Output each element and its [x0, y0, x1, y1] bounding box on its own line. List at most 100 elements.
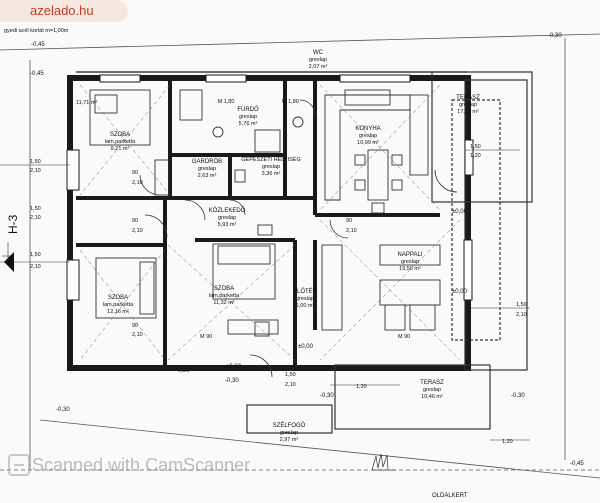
room-nappali: NAPPALI greslap 19,56 m² [398, 252, 423, 272]
room-area: 5,93 m² [218, 222, 237, 228]
room-name: SZÉLFOGÓ [273, 422, 306, 429]
room-area: 10,46 m² [421, 394, 443, 400]
diagonal-lines [79, 84, 461, 361]
dimension-label: 90 [346, 218, 352, 224]
header-note: gyedi acél korlát m=1,00m [4, 28, 69, 34]
room-gepeszeti: GÉPÉSZETI HELYISÉG greslap 3,36 m² [241, 156, 301, 177]
bed-top-left [89, 89, 151, 146]
sofa [379, 279, 441, 306]
dimension-label: 11,71 m² [76, 100, 97, 106]
level-mark: -0,30 [176, 368, 190, 374]
room-furdo: FÜRDŐ greslap 5,76 m² M 1,80 [218, 99, 259, 127]
level-mark: ±0,00 [298, 344, 314, 350]
room-finish: greslap [198, 166, 216, 172]
wardrobe-entry [321, 244, 343, 331]
dimension-label: M 90 [200, 334, 212, 340]
room-finish: greslap [262, 164, 280, 170]
room-wc: WC greslap 2,07 m² [309, 50, 328, 70]
room-name: SZOBA [110, 132, 130, 138]
dimension-label: 2,10 [132, 228, 143, 234]
room-finish: greslap [401, 259, 419, 265]
room-area: 2,07 m² [309, 64, 328, 70]
room-area: 9,21 m² [111, 146, 130, 152]
room-finish: lam.parketta [209, 293, 240, 299]
room-area: 5,76 m² [239, 121, 258, 127]
room-area: 17,79 m² [457, 109, 479, 115]
bed-left [95, 257, 157, 319]
level-marks: -0,45 -0,30 -0,45 -0,30 ±0,00 ±0,00 ±0,0… [30, 33, 584, 467]
windows [66, 74, 474, 301]
site-watermark: azelado.hu [0, 0, 128, 22]
room-eloter: ELŐTÉR greslap 6,00 m² [293, 288, 318, 309]
level-mark: -0,30 [511, 393, 525, 399]
room-szoba-c: SZOBA lam.parketta 11,32 m² [209, 286, 240, 306]
kitchen-counter [324, 94, 411, 201]
dimension-label: 1,50 [285, 372, 296, 378]
room-labels: WC greslap 2,07 m² FÜRDŐ greslap 5,76 m²… [103, 50, 480, 443]
dimension-label: 1,50 [30, 252, 41, 258]
dimension-label: 2,10 [346, 228, 357, 234]
plot-boundary [0, 33, 600, 479]
dimension-label: 2,10 [30, 168, 41, 174]
room-area: 2,97 m² [280, 437, 299, 443]
room-name: KÖZLEKEDŐ [209, 207, 246, 214]
room-area: 2,63 m² [198, 173, 217, 179]
interior-walls [76, 80, 440, 365]
room-kozlekedo: KÖZLEKEDŐ greslap 5,93 m² [209, 207, 246, 228]
room-name: KONYHA [355, 126, 380, 132]
room-name: SZOBA [214, 286, 234, 292]
level-mark: -0,30 [320, 393, 334, 399]
dimension-label: 1,50 [30, 159, 41, 165]
room-terasz-bottom: TERASZ greslap 10,46 m² [420, 380, 444, 400]
room-finish: greslap [423, 387, 441, 393]
room-height: M 1,80 [218, 99, 235, 105]
room-name: GARDRÓB [192, 158, 222, 165]
level-mark: -0,45 [30, 71, 44, 77]
dimension-label: 1,20 [470, 153, 481, 159]
room-szoba-b: SZOBA lam.parketta 12,16 m² [103, 295, 134, 315]
oldalkert-label: OLDALKERT [432, 493, 468, 499]
room-area: 19,56 m² [399, 266, 421, 272]
room-area: 6,00 m² [296, 303, 315, 309]
level-mark: -0,30 [225, 378, 239, 384]
terrace-outlines [246, 71, 533, 434]
dimension-label: 1,50 [470, 144, 481, 150]
dimension-label: 90 [132, 323, 138, 329]
room-szoba-a: SZOBA lam.parketta 9,21 m² [105, 132, 136, 152]
room-finish: greslap [296, 296, 314, 302]
room-konyha: KONYHA greslap 10,99 m² [355, 126, 380, 146]
bed-middle [212, 243, 276, 300]
dimension-label: 2,10 [30, 215, 41, 221]
level-mark: ±0,00 [452, 209, 468, 215]
dimension-label: M 1,80 [282, 99, 299, 105]
toilet-bath [212, 126, 224, 138]
room-name: FÜRDŐ [237, 106, 259, 113]
camscanner-logo-icon [8, 454, 30, 476]
room-area: 12,16 m² [107, 309, 129, 315]
dimension-label: 2,10 [132, 332, 143, 338]
camscanner-watermark-text: Scanned with CamScanner [32, 455, 251, 475]
room-area: 3,36 m² [262, 171, 281, 177]
dimension-label: 2,10 [30, 264, 41, 270]
site-watermark-text: azelado.hu [30, 3, 94, 18]
dimension-label: 2,10 [285, 382, 296, 388]
level-mark: -0,45 [570, 461, 584, 467]
grass-symbols [371, 453, 396, 471]
room-name: WC [313, 50, 324, 56]
room-name: ELŐTÉR [293, 288, 318, 295]
room-finish: greslap [280, 430, 298, 436]
dimension-label: 1,20 [502, 439, 513, 445]
room-finish: greslap [309, 57, 327, 63]
dimension-lines [0, 149, 530, 441]
room-gardrob: GARDRÓB greslap 2,63 m² [192, 158, 222, 179]
dimension-label: 90 [132, 170, 138, 176]
sofa-top [379, 244, 441, 266]
room-name: TERASZ [420, 380, 444, 386]
room-name: NAPPALI [398, 252, 423, 258]
room-finish: lam.parketta [103, 302, 134, 308]
room-name: SZOBA [108, 295, 128, 301]
room-finish: greslap [359, 133, 377, 139]
furniture [89, 89, 441, 337]
